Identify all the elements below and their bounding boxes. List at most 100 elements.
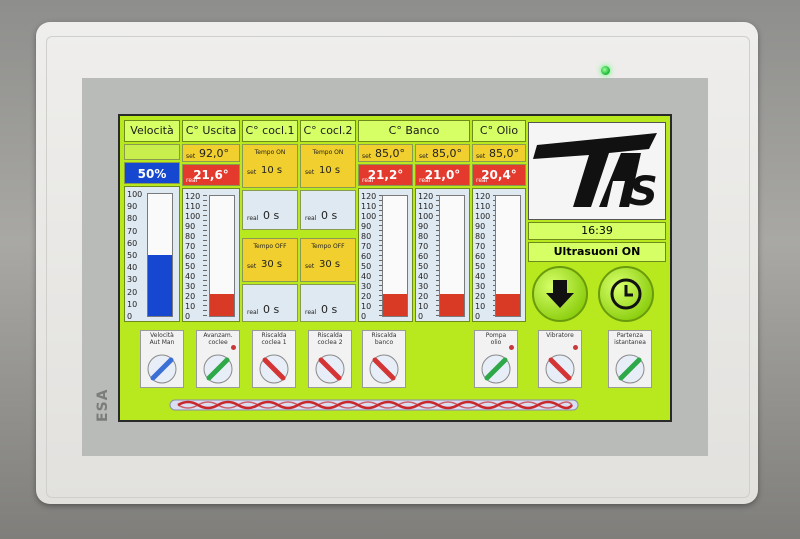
- scale-tick: 20: [361, 292, 372, 301]
- selector-vibratore[interactable]: Vibratore: [538, 330, 582, 388]
- scale-tick: 30: [361, 282, 372, 291]
- knob-icon: [481, 354, 511, 384]
- scale-tick: 120: [418, 192, 434, 201]
- scale-tick: 0: [127, 312, 133, 321]
- scale-tick: 0: [361, 312, 367, 321]
- knob-icon: [369, 354, 399, 384]
- cocl1-on-real: real 0 s: [242, 190, 298, 230]
- cocl1-on-set[interactable]: Tempo ON set 10 s: [242, 144, 298, 188]
- status-led: [231, 345, 236, 350]
- status-banner: Ultrasuoni ON: [528, 242, 666, 262]
- tas-logo-text: S: [629, 169, 658, 215]
- hmi-screen: Velocità C° Uscita C° cocl.1 C° cocl.2 C…: [118, 114, 672, 422]
- down-arrow-button[interactable]: [532, 266, 588, 322]
- uscita-fill: [210, 294, 234, 316]
- uscita-bar: [209, 195, 235, 317]
- banco1-fill: [383, 294, 407, 316]
- scale-tick: 90: [185, 222, 196, 231]
- scale-tick: 90: [475, 222, 486, 231]
- scale-tick: 110: [185, 202, 201, 211]
- down-arrow-icon: [546, 280, 574, 308]
- knob-icon: [615, 354, 645, 384]
- scale-tick: 120: [361, 192, 377, 201]
- scale-tick: 110: [361, 202, 377, 211]
- banco1-set[interactable]: set 85,0°: [358, 144, 413, 162]
- scale-tick: 60: [361, 252, 372, 261]
- clock-icon: [610, 278, 642, 310]
- scale-tick: 100: [361, 212, 377, 221]
- selector-avanzam-coclee[interactable]: Avanzam.coclee: [196, 330, 240, 388]
- power-led: [601, 66, 610, 75]
- scale-tick: 50: [361, 262, 372, 271]
- scale-tick: 40: [361, 272, 372, 281]
- header-olio: C° Olio: [472, 120, 526, 142]
- scale-tick: 110: [418, 202, 434, 211]
- clock-display: 16:39: [528, 222, 666, 240]
- uscita-set-value: 92,0°: [199, 147, 229, 160]
- scale-tick: 10: [418, 302, 429, 311]
- header-cocl2: C° cocl.2: [300, 120, 356, 142]
- header-cocl1: C° cocl.1: [242, 120, 298, 142]
- olio-bar: [495, 195, 521, 317]
- cocl2-off-set[interactable]: Tempo OFF set 30 s: [300, 238, 356, 282]
- scale-tick: 100: [185, 212, 201, 221]
- timer-button[interactable]: [598, 266, 654, 322]
- scale-tick: 20: [418, 292, 429, 301]
- scale-tick: 50: [127, 251, 138, 260]
- status-led: [573, 345, 578, 350]
- scale-tick: 90: [127, 202, 138, 212]
- scale-tick: 40: [127, 263, 138, 273]
- scale-tick: 40: [185, 272, 196, 281]
- scale-tick: 80: [361, 232, 372, 241]
- scale-tick: 10: [475, 302, 486, 311]
- uscita-real-value: 21,6°: [193, 168, 229, 182]
- scale-tick: 50: [475, 262, 486, 271]
- olio-fill: [496, 294, 520, 316]
- scale-tick: 30: [475, 282, 486, 291]
- scale-tick: 10: [361, 302, 372, 311]
- cocl1-off-set[interactable]: Tempo OFF set 30 s: [242, 238, 298, 282]
- cocl2-on-set[interactable]: Tempo ON set 10 s: [300, 144, 356, 188]
- scale-tick: 50: [185, 262, 196, 271]
- scale-tick: 60: [418, 252, 429, 261]
- header-banco: C° Banco: [358, 120, 470, 142]
- cocl2-off-real: real 0 s: [300, 284, 356, 322]
- scale-tick: 20: [475, 292, 486, 301]
- scale-tick: 70: [418, 242, 429, 251]
- banco1-bar: [382, 195, 408, 317]
- olio-real: 20,4° real: [472, 164, 526, 186]
- panel-bezel-inner: [46, 36, 750, 498]
- velocita-spacer: [124, 144, 180, 160]
- scale-tick: 70: [361, 242, 372, 251]
- scale-tick: 20: [127, 287, 138, 297]
- scale-tick: 120: [475, 192, 491, 201]
- cocl2-on-real: real 0 s: [300, 190, 356, 230]
- scale-tick: 90: [361, 222, 372, 231]
- scale-tick: 30: [185, 282, 196, 291]
- scale-tick: 0: [475, 312, 481, 321]
- header-velocita: Velocità: [124, 120, 180, 142]
- uscita-set[interactable]: set 92,0°: [182, 144, 240, 162]
- scale-tick: 70: [127, 226, 138, 236]
- scale-tick: 40: [418, 272, 429, 281]
- knob-icon: [203, 354, 233, 384]
- scale-tick: 90: [418, 222, 429, 231]
- tas-logo-graphic: S: [533, 133, 658, 215]
- cocl1-off-real: real 0 s: [242, 284, 298, 322]
- status-led: [509, 345, 514, 350]
- scale-tick: 50: [418, 262, 429, 271]
- olio-set[interactable]: set 85,0°: [472, 144, 526, 162]
- banco2-bar: [439, 195, 465, 317]
- velocita-bar: [147, 193, 173, 317]
- banco2-set[interactable]: set 85,0°: [415, 144, 470, 162]
